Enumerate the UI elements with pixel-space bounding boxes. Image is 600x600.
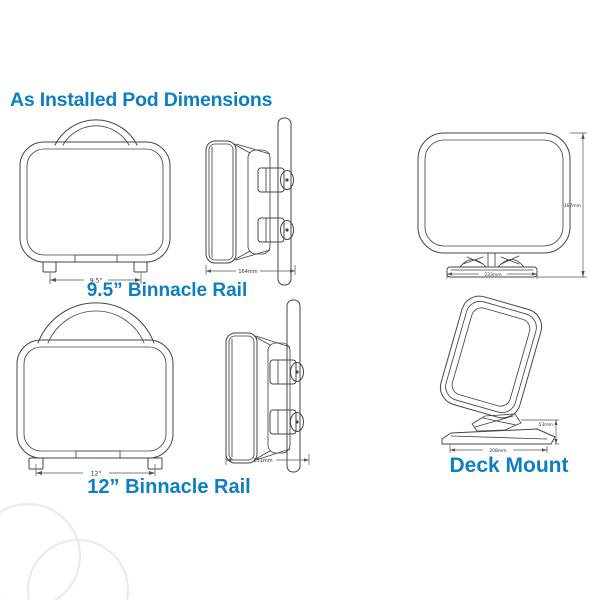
deck-base-plate: [441, 428, 556, 445]
rail-tube: [277, 117, 292, 286]
rail-clamp-top: [257, 167, 294, 193]
rail-hoop: [37, 302, 155, 344]
watermark-circles: [0, 503, 129, 600]
base-width-dimension: 208mm: [449, 445, 548, 454]
dim-label-base-width: 208mm: [489, 448, 506, 454]
rail12-front-drawing: 12": [16, 302, 174, 478]
dim-label-width: 12": [91, 471, 102, 478]
height-dimension: 367mm: [537, 132, 587, 278]
pod-side-outline: [205, 140, 271, 264]
pod-side-outline: [225, 332, 291, 464]
mounting-feet: [28, 457, 163, 470]
width-dimension: 12": [35, 464, 156, 478]
deck-mount-heading: Deck Mount: [449, 454, 569, 477]
width-dimension: 9.5": [49, 273, 142, 285]
mounting-feet: [42, 261, 148, 273]
dim-label-width: 9.5": [90, 278, 103, 285]
pod-outline: [19, 141, 171, 263]
depth-dimension: 164mm: [205, 265, 296, 275]
dim-label-depth: 164mm: [238, 269, 257, 275]
pod-outline: [417, 132, 571, 254]
page-title: As Installed Pod Dimensions: [10, 89, 273, 111]
swivel-hinge: [471, 413, 522, 432]
base-height-dimension: 53mm: [521, 419, 559, 445]
tilted-pod-outline: [439, 295, 543, 419]
rail12-heading: 12” Binnacle Rail: [87, 476, 251, 498]
depth-dimension: 151mm: [225, 454, 310, 465]
dim-label-base-height: 53mm: [539, 422, 554, 428]
dim-label-depth: 151mm: [253, 458, 272, 464]
deck-front-drawing: 367mm 233mm: [417, 132, 587, 279]
rail-clamp-top: [269, 359, 304, 385]
pod-outline: [16, 339, 174, 459]
watermark-circle: [0, 503, 81, 600]
dim-label-height: 367mm: [564, 203, 581, 209]
rail-hoop: [54, 119, 138, 146]
rail-clamp-bottom: [269, 409, 304, 435]
rail95-front-drawing: 9.5": [19, 119, 171, 285]
dim-label-width: 233mm: [484, 272, 501, 278]
deck-side-drawing: 53mm 208mm: [439, 295, 559, 454]
rail12-side-drawing: 151mm: [225, 299, 310, 473]
rail95-heading: 9.5” Binnacle Rail: [86, 280, 248, 301]
width-dimension: 233mm: [446, 269, 538, 279]
rail-tube: [286, 299, 301, 473]
rail-clamp-bottom: [257, 217, 294, 243]
rail95-side-drawing: 164mm: [205, 117, 296, 286]
watermark-circle: [27, 539, 129, 600]
